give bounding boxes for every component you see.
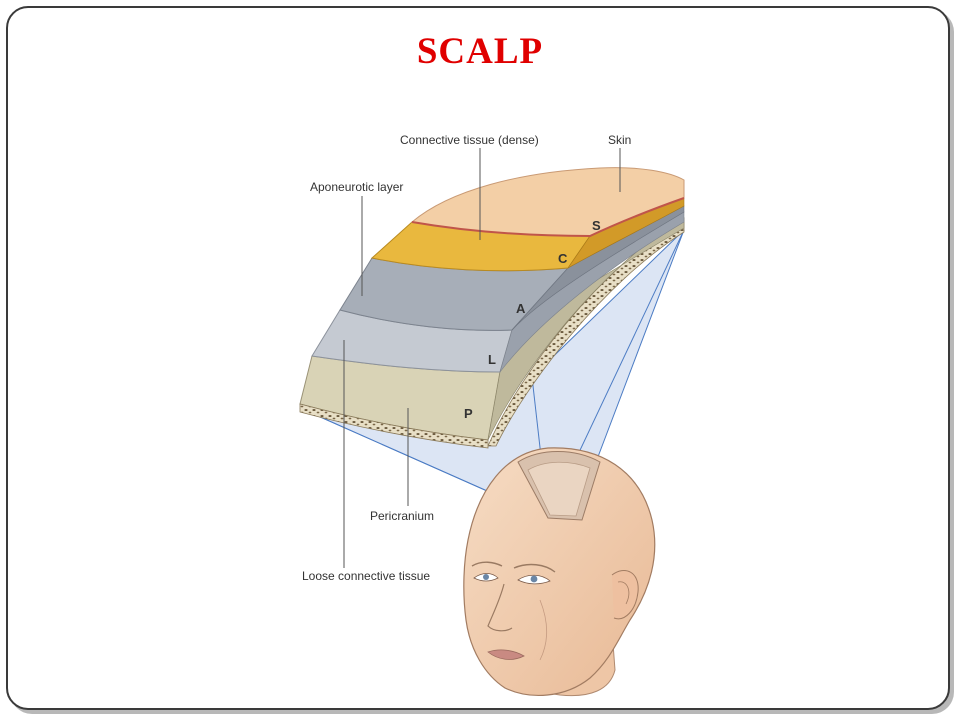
- letter-a: A: [516, 301, 526, 316]
- slide-title: SCALP: [416, 31, 544, 72]
- scalp-layers-block: [299, 167, 685, 449]
- head-illustration: [463, 447, 656, 697]
- label-pericranium: Pericranium: [370, 509, 434, 523]
- letter-s: S: [592, 218, 601, 233]
- bone-bottom: [299, 403, 489, 449]
- letter-p: P: [464, 406, 473, 421]
- label-connective-tissue-dense: Connective tissue (dense): [400, 133, 539, 147]
- label-skin: Skin: [608, 133, 631, 147]
- label-aponeurotic-layer: Aponeurotic layer: [310, 180, 403, 194]
- bone-edge: [487, 217, 685, 447]
- label-loose-connective-tissue: Loose connective tissue: [302, 569, 430, 583]
- letter-l: L: [488, 352, 496, 367]
- letter-c: C: [558, 251, 568, 266]
